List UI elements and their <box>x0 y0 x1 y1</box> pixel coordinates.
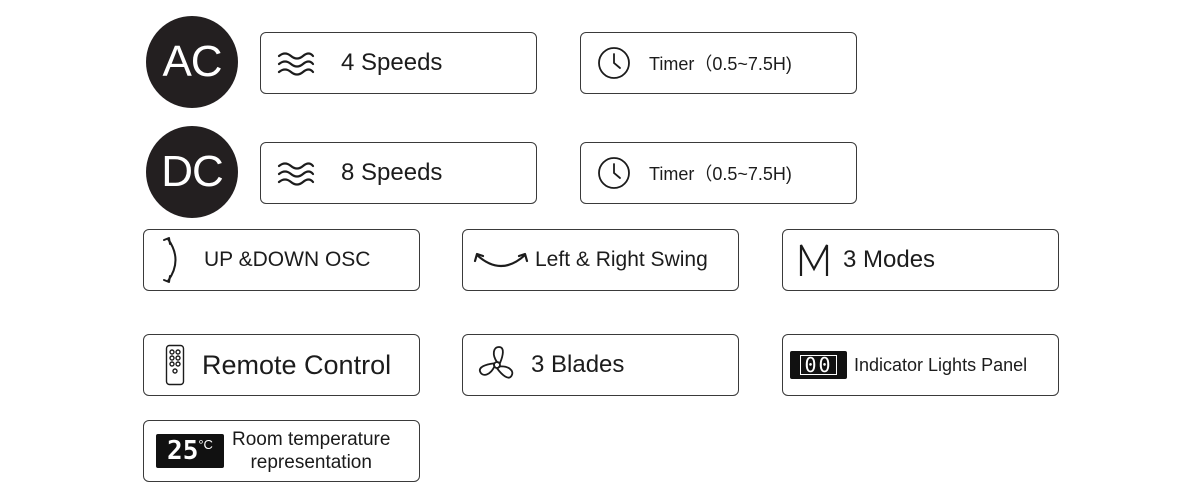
vertical-oscillation-icon <box>158 235 188 285</box>
ac-speeds-label: 4 Speeds <box>341 49 443 76</box>
left-right-swing-feature: Left & Right Swing <box>462 229 739 291</box>
dc-timer-label: Timer（0.5~7.5H) <box>649 164 792 184</box>
wind-waves-icon <box>273 159 319 187</box>
indicator-display-digits: 00 <box>800 355 837 375</box>
ac-timer-label: Timer（0.5~7.5H) <box>649 54 792 74</box>
indicator-lights-label: Indicator Lights Panel <box>854 354 1028 375</box>
room-temperature-feature: 25 °C Room temperature representation <box>143 420 420 482</box>
horizontal-swing-icon <box>471 247 531 273</box>
temperature-display-digits: 25 <box>167 436 199 466</box>
dc-timer-feature: Timer（0.5~7.5H) <box>580 142 857 204</box>
mode-m-icon <box>797 243 831 277</box>
clock-icon <box>595 46 633 80</box>
clock-icon <box>595 156 633 190</box>
remote-control-label: Remote Control <box>202 349 392 380</box>
ac-badge-label: AC <box>162 37 222 86</box>
indicator-display-icon: 00 <box>790 351 847 379</box>
blades-feature: 3 Blades <box>462 334 739 396</box>
modes-label: 3 Modes <box>843 246 936 273</box>
wind-waves-icon <box>273 49 319 77</box>
dc-speeds-feature: 8 Speeds <box>260 142 537 204</box>
ac-speeds-feature: 4 Speeds <box>260 32 537 94</box>
temperature-display-unit: °C <box>198 437 213 452</box>
dc-speeds-label: 8 Speeds <box>341 159 443 186</box>
modes-feature: 3 Modes <box>782 229 1059 291</box>
room-temperature-line2: representation <box>250 452 372 473</box>
dc-badge: DC <box>146 126 238 218</box>
temperature-display-icon: 25 °C <box>156 434 224 468</box>
remote-control-icon <box>164 344 186 386</box>
left-right-swing-label: Left & Right Swing <box>535 248 708 271</box>
blades-label: 3 Blades <box>531 351 625 378</box>
room-temperature-label: Room temperature representation <box>232 428 390 474</box>
ac-timer-feature: Timer（0.5~7.5H) <box>580 32 857 94</box>
fan-blades-icon <box>477 345 517 385</box>
remote-control-feature: Remote Control <box>143 334 420 396</box>
ac-badge: AC <box>146 16 238 108</box>
updown-osc-feature: UP &DOWN OSC <box>143 229 420 291</box>
updown-osc-label: UP &DOWN OSC <box>204 248 371 271</box>
room-temperature-line1: Room temperature <box>232 429 391 450</box>
dc-badge-label: DC <box>161 147 224 196</box>
indicator-lights-feature: 00 Indicator Lights Panel <box>782 334 1059 396</box>
